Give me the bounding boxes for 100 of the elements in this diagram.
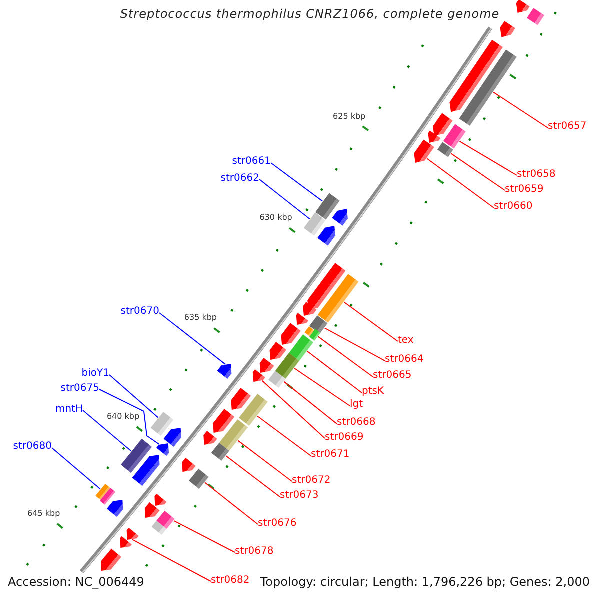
genome-info-label: Topology: circular; Length: 1,796,226 bp; Genes: 2,000 <box>260 574 590 590</box>
gene-feature <box>318 226 336 246</box>
gene-feature <box>106 500 124 518</box>
leader-line <box>306 350 362 394</box>
leader-line <box>174 520 236 553</box>
gene-bar <box>459 50 517 126</box>
gene-feature <box>428 130 441 143</box>
gene-feature <box>281 323 301 345</box>
gene-feature <box>296 313 308 325</box>
gene-feature <box>156 444 169 456</box>
gene-label: tex <box>398 334 414 346</box>
leader-line <box>226 456 280 498</box>
gene-label: str0676 <box>258 518 297 530</box>
leader-line <box>109 374 159 418</box>
gene-feature <box>120 536 132 548</box>
gene-bar <box>120 438 152 474</box>
gene-label: ptsK <box>362 386 384 398</box>
gene-bar <box>438 142 454 158</box>
gene-label: str0657 <box>548 121 587 133</box>
gene-label: str0672 <box>292 474 331 486</box>
gene-label: str0659 <box>505 184 544 196</box>
gene-feature <box>252 370 266 382</box>
gene-label: str0669 <box>325 432 364 444</box>
scale-label: 635 kbp <box>184 313 217 324</box>
leader-line <box>52 448 101 490</box>
gene-feature <box>450 40 503 112</box>
gene-bar <box>318 274 359 323</box>
gene-feature <box>182 458 196 472</box>
gene-feature <box>270 342 286 360</box>
leader-line <box>493 92 548 128</box>
gene-label: str0670 <box>120 306 160 318</box>
gene-bar <box>219 419 248 452</box>
gene-feature <box>217 364 232 379</box>
gene-feature <box>414 140 434 163</box>
gene-bar <box>289 334 314 361</box>
gene-label: str0678 <box>235 546 274 558</box>
gene-bar <box>150 412 174 436</box>
gene-label: str0658 <box>517 168 556 180</box>
accession-label: Accession: NC_006449 <box>8 574 144 590</box>
leader-line <box>344 302 398 342</box>
gene-feature <box>101 548 122 572</box>
leader-line <box>259 179 310 220</box>
gene-label: str0665 <box>373 370 412 382</box>
gene-feature <box>213 409 235 433</box>
gene-feature <box>132 455 160 486</box>
gene-feature <box>303 302 317 316</box>
leader-line <box>159 312 226 366</box>
gene-label: str0668 <box>337 417 376 429</box>
gene-feature <box>500 21 516 38</box>
gene-feature <box>332 209 348 226</box>
gene-bar <box>152 520 167 536</box>
gene-feature <box>231 388 252 410</box>
gene-bar <box>96 484 116 506</box>
gene-feature <box>144 502 160 518</box>
gene-label: mntH <box>55 404 83 416</box>
leader-line <box>294 368 350 406</box>
leader-line <box>318 336 374 378</box>
leader-line <box>132 539 212 582</box>
gene-label: str0662 <box>220 172 260 184</box>
gene-label: lgt <box>350 399 364 411</box>
leader-line <box>270 162 324 202</box>
gene-feature <box>433 113 453 136</box>
gene-label: str0671 <box>311 449 350 461</box>
leader-line <box>450 153 506 191</box>
scale-label: 625 kbp <box>333 112 366 122</box>
gene-feature <box>260 358 274 373</box>
gene-bar <box>156 510 175 530</box>
gene-bar <box>268 371 286 388</box>
leader-line <box>82 410 132 452</box>
leader-line <box>204 482 258 525</box>
leader-line <box>324 328 386 362</box>
gene-label: str0664 <box>385 354 424 366</box>
leader-line <box>262 380 326 439</box>
gene-bar <box>304 326 321 341</box>
scale-label: 640 kbp <box>106 412 140 422</box>
leader-line <box>257 416 312 456</box>
gene-feature <box>308 263 346 310</box>
gene-bar <box>443 124 466 149</box>
gene-label: bioY1 <box>82 368 110 380</box>
gene-bar <box>316 193 340 220</box>
gene-label: str0660 <box>494 201 533 213</box>
scale-label: 645 kbp <box>28 509 60 520</box>
gene-label: str0673 <box>280 490 319 502</box>
gene-label: str0675 <box>60 382 100 394</box>
gene-bar <box>211 442 230 462</box>
leader-line <box>99 389 160 446</box>
gene-label: str0680 <box>13 441 52 453</box>
leader-line <box>426 158 494 208</box>
gene-label: str0682 <box>211 574 250 586</box>
gene-feature <box>516 0 530 13</box>
gene-feature <box>126 528 139 540</box>
gene-bar <box>527 8 544 26</box>
gene-feature <box>164 428 182 448</box>
leader-line <box>459 140 518 176</box>
scale-label: 630 kbp <box>260 213 292 224</box>
gene-label: str0661 <box>232 156 271 168</box>
leader-line <box>284 381 338 424</box>
gene-bar <box>304 212 326 236</box>
gene-bar <box>189 468 209 490</box>
map-title: Streptococcus thermophilus CNRZ1066, complete genome <box>120 7 500 22</box>
